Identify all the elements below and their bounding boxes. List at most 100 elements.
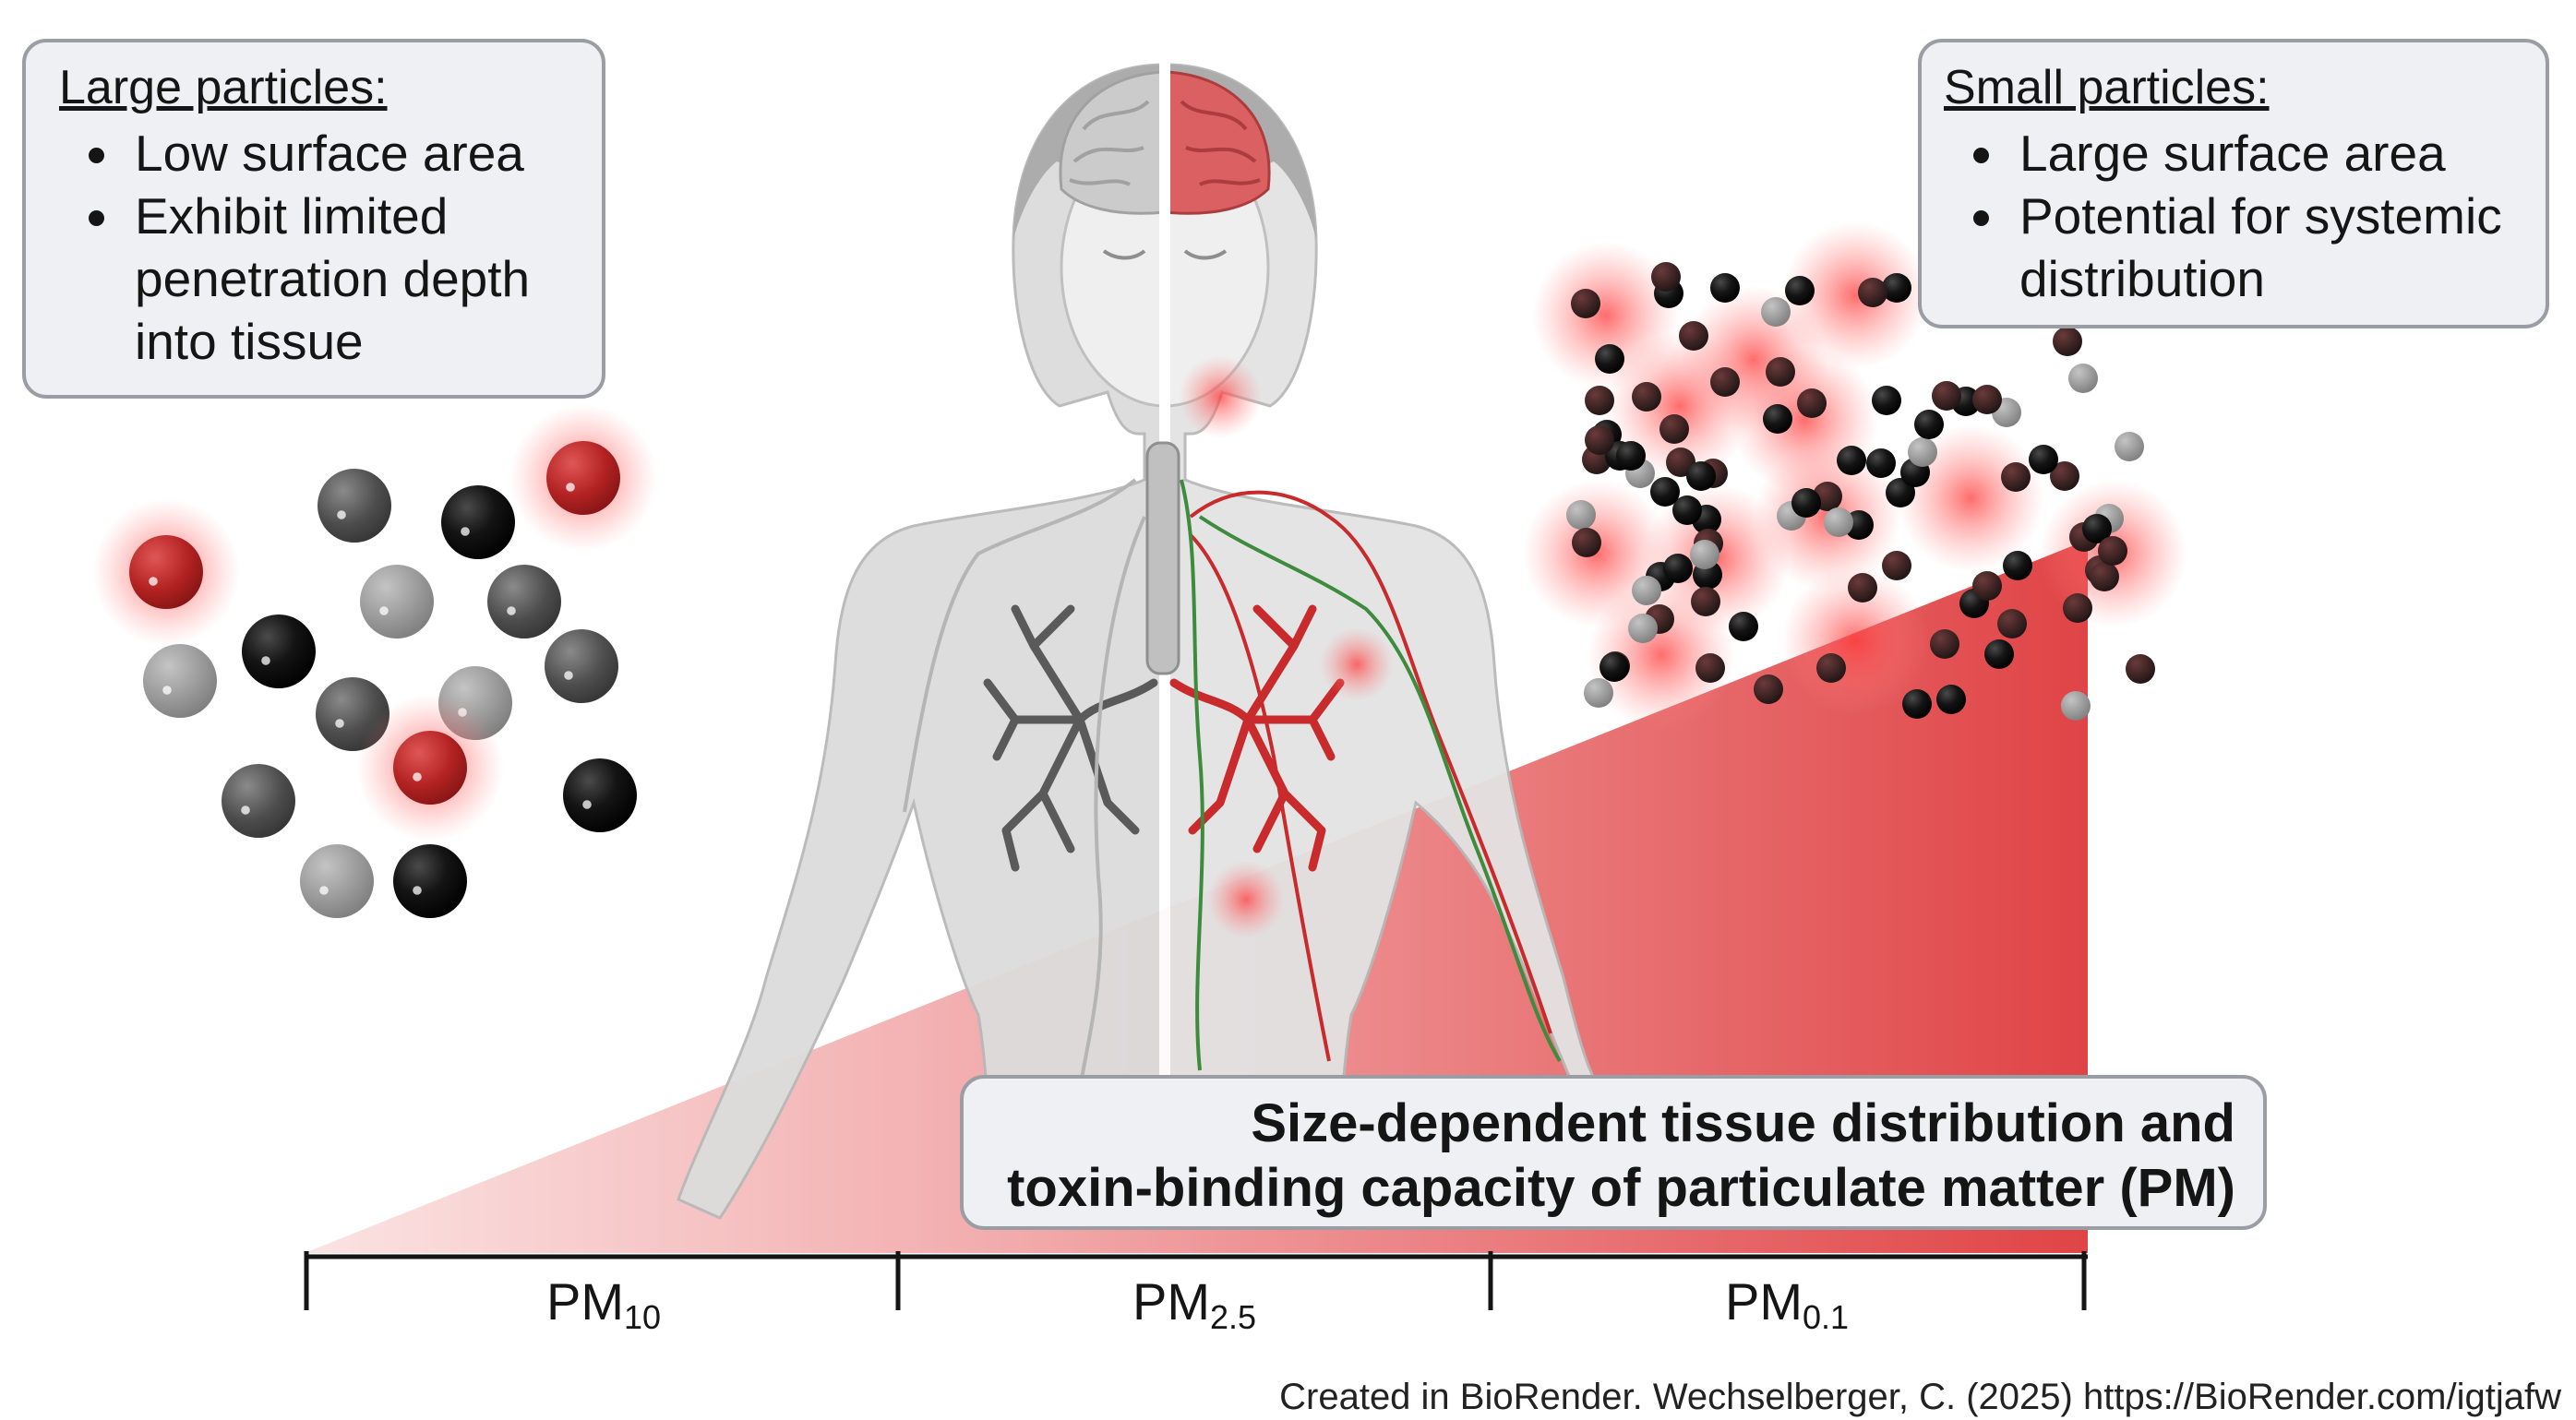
large-particle-highlight xyxy=(319,886,329,895)
small-particle xyxy=(1616,441,1646,471)
small-particle xyxy=(1754,674,1783,704)
scale-label-pm0-1: PM0.1 xyxy=(1648,1271,1925,1337)
small-particles-item-distribution: Potential for systemic distribution xyxy=(2010,185,2546,310)
large-particle xyxy=(318,469,391,543)
small-particle xyxy=(1651,262,1681,292)
scale-label-pm2-5: PM2.5 xyxy=(1056,1271,1333,1337)
small-particle xyxy=(1882,273,1911,303)
small-particles-list: Large surface area Potential for systemi… xyxy=(1944,122,2546,310)
small-particle xyxy=(1566,500,1596,530)
small-particle xyxy=(1584,678,1613,708)
small-particle xyxy=(1902,689,1932,719)
small-particle xyxy=(1710,367,1740,397)
large-particle xyxy=(222,764,295,838)
large-particle-highlight xyxy=(337,510,346,519)
small-particle xyxy=(1932,381,1961,411)
small-particle xyxy=(1797,388,1827,418)
small-particle xyxy=(2050,461,2079,491)
glow-chest xyxy=(1320,627,1394,701)
large-particle-highlight xyxy=(461,527,470,536)
small-particle-glow xyxy=(1680,286,1827,434)
large-particle-highlight xyxy=(261,656,270,665)
small-particle-glow xyxy=(1781,567,1929,715)
large-particles-cluster xyxy=(92,404,657,918)
small-particle xyxy=(1691,587,1720,616)
large-particles-item-surface: Low surface area xyxy=(126,122,602,185)
small-particle xyxy=(2061,691,2091,721)
large-particle-highlight xyxy=(413,886,422,895)
large-particle-highlight xyxy=(507,606,516,615)
vessels xyxy=(903,478,1562,1090)
large-particle xyxy=(143,644,217,718)
small-particle xyxy=(1763,404,1792,434)
small-particles-cluster xyxy=(1523,221,2187,729)
small-particle xyxy=(1866,448,1896,478)
large-particle xyxy=(563,758,637,832)
diagram-title-line1: Size-dependent tissue distribution and xyxy=(1251,1093,2235,1153)
small-particles-box: Small particles: Large surface area Pote… xyxy=(1918,39,2549,328)
small-particle-glow xyxy=(1588,581,1735,729)
small-particle xyxy=(1785,276,1815,305)
small-particle xyxy=(1930,629,1959,659)
small-particle xyxy=(2115,432,2144,461)
credit-line: Created in BioRender. Wechselberger, C. … xyxy=(1279,1377,2561,1417)
small-particle xyxy=(2001,462,2031,492)
large-particle-highlight xyxy=(582,800,592,809)
small-particle xyxy=(2029,445,2058,474)
small-particle xyxy=(2053,327,2082,356)
small-particle xyxy=(1585,425,1614,455)
large-particle-highlight xyxy=(162,686,172,695)
small-particle xyxy=(1766,357,1795,387)
large-particle xyxy=(487,565,561,638)
small-particle xyxy=(2126,654,2155,684)
large-particle xyxy=(393,731,467,805)
small-particle xyxy=(1882,551,1911,580)
large-particle xyxy=(242,615,316,688)
small-particle xyxy=(1628,614,1658,643)
small-particle xyxy=(1908,437,1937,467)
small-particle xyxy=(1686,461,1716,491)
large-particle-highlight xyxy=(566,483,575,492)
small-particle xyxy=(1690,540,1719,569)
small-particle xyxy=(1997,609,2027,638)
small-particle xyxy=(1858,278,1887,307)
small-particle xyxy=(2003,551,2032,580)
small-particle xyxy=(1672,495,1702,525)
small-particle xyxy=(1972,385,2002,414)
small-particles-item-surface: Large surface area xyxy=(2010,122,2546,185)
small-particle xyxy=(1572,528,1601,557)
small-particle xyxy=(1695,653,1725,683)
large-particle-highlight xyxy=(379,606,389,615)
scale-label-pm2-5-base: PM xyxy=(1132,1272,1210,1331)
large-particle xyxy=(129,535,203,609)
large-particles-heading: Large particles: xyxy=(59,61,388,114)
small-particle xyxy=(2063,593,2092,623)
large-particle xyxy=(300,844,374,918)
large-particle-highlight xyxy=(413,772,422,782)
small-particle xyxy=(1600,652,1629,682)
large-particle xyxy=(393,844,467,918)
small-particle xyxy=(1984,639,2014,669)
small-particle xyxy=(1936,685,1966,714)
small-particle xyxy=(1679,321,1708,351)
small-particle xyxy=(2098,536,2127,566)
small-particle xyxy=(1663,554,1693,583)
small-particle xyxy=(2090,562,2119,591)
scale-label-pm0-1-base: PM xyxy=(1724,1272,1803,1331)
scale-label-pm10-base: PM xyxy=(545,1272,624,1331)
small-particle xyxy=(1650,477,1680,507)
large-particles-item-penetration: Exhibit limited penetration depth into t… xyxy=(126,185,602,373)
scale-label-pm10: PM10 xyxy=(465,1271,742,1337)
small-particle xyxy=(1632,576,1661,605)
large-particle xyxy=(360,565,434,638)
small-particle xyxy=(2068,364,2098,393)
scale-label-pm10-sub: 10 xyxy=(623,1298,662,1336)
scale-label-pm2-5-sub: 2.5 xyxy=(1209,1298,1257,1336)
small-particle xyxy=(1872,386,1901,415)
glow-neck xyxy=(1179,355,1262,438)
glow-abdomen xyxy=(1207,861,1285,938)
large-particle-highlight xyxy=(149,577,158,586)
large-particles-list: Low surface area Exhibit limited penetra… xyxy=(59,122,602,373)
diagram-title-line2: toxin-binding capacity of particulate ma… xyxy=(1007,1158,2235,1218)
